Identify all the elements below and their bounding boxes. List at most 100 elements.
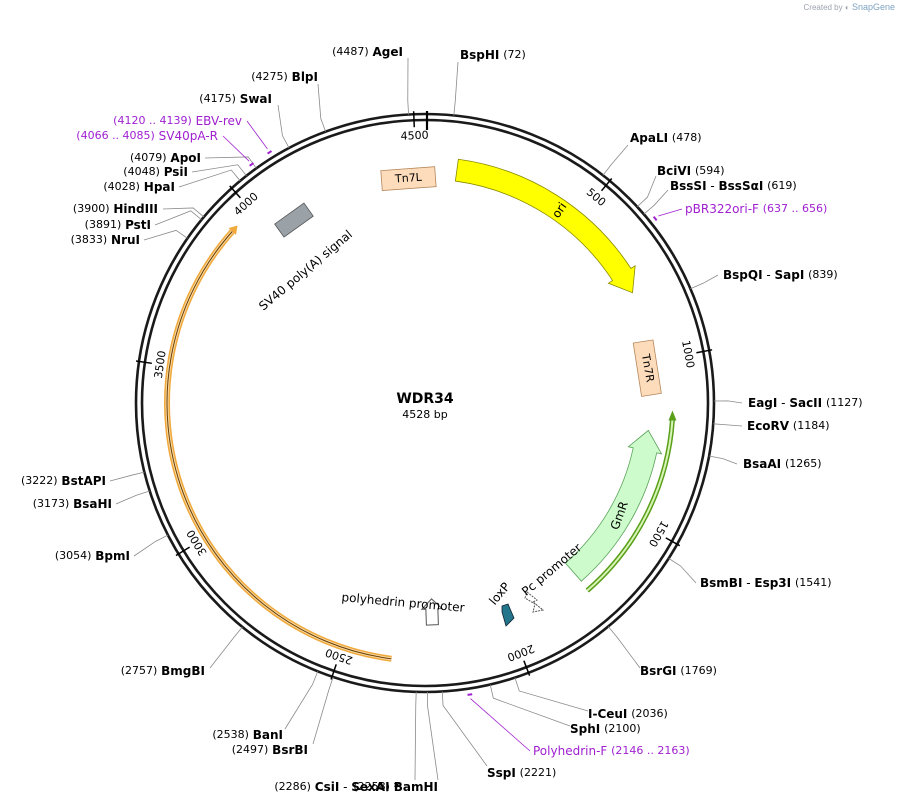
- site-apali-label: ApaLI (478): [630, 131, 702, 145]
- tick-label-4500: 4500: [400, 129, 428, 143]
- snapgene-logo-icon: ◐: [844, 3, 850, 12]
- site-bsahi-name: BsaHI: [73, 497, 112, 511]
- tick-label-1500: 1500: [646, 518, 671, 549]
- site-bsahi-leader: [115, 490, 150, 505]
- site-psii: (4048) PsiI: [123, 164, 247, 179]
- site-bsssi: BssSI - BssSαI (619): [643, 179, 797, 215]
- site-i-ceui-name: I-CeuI: [588, 707, 627, 721]
- site-hindiii-position: (3900): [73, 202, 110, 215]
- tick-mark-2000: [523, 660, 531, 676]
- site-bspqi-name: BspQI: [723, 268, 763, 282]
- site-bstapi-name: BstAPI: [61, 474, 106, 488]
- site-bsaai-leader: [709, 455, 738, 465]
- site-bpmi-label: (3054) BpmI: [55, 549, 130, 563]
- site-bsssi-position: (619): [767, 179, 797, 192]
- site-bamhi-name: BamHI: [394, 780, 438, 794]
- site-nrui-leader: [143, 229, 188, 241]
- site-bani: (2538) BanI: [212, 671, 319, 742]
- tick-label-3500: 3500: [152, 350, 169, 380]
- site-psii-position: (4048): [123, 165, 160, 178]
- site-bcivi: BciVI (594): [636, 164, 725, 208]
- site-ecorv-label: EcoRV (1184): [747, 419, 830, 433]
- primer-sv40pa-r-mark: [249, 162, 255, 167]
- tick-mark-1500: [665, 537, 681, 547]
- site-nrui-name: NruI: [111, 233, 140, 247]
- site-bani-leader: [284, 671, 319, 730]
- site-swai-leader: [277, 104, 290, 149]
- site-bsphi-leader: [453, 61, 459, 116]
- site-psti-leader: [154, 210, 202, 226]
- primer-ebv-rev-range: (4120 .. 4139): [113, 114, 192, 127]
- feature-tn7r-block: [632, 339, 662, 397]
- site-swai: (4175) SwaI: [199, 92, 290, 149]
- tick-mark-3000: [175, 546, 191, 557]
- site-eagi-position: (1127): [826, 396, 863, 409]
- site-bsphi-name: BspHI: [460, 48, 499, 62]
- site-bsmbi-partner: Esp3I: [754, 576, 791, 590]
- feature-pc-promoter-arrow: [524, 591, 545, 613]
- site-i-ceui-leader: [514, 677, 589, 712]
- site-bspqi-leader: [690, 274, 719, 290]
- site-psii-label: (4048) PsiI: [123, 165, 188, 179]
- site-bani-name: BanI: [253, 728, 283, 742]
- site-blpi: (4275) BlpI: [251, 70, 326, 132]
- site-hpai-name: HpaI: [144, 180, 175, 194]
- site-bsaai-position: (1265): [785, 457, 822, 470]
- site-hpai-leader: [178, 169, 241, 188]
- site-bstapi-label: (3222) BstAPI: [21, 474, 106, 488]
- site-bpmi: (3054) BpmI: [55, 534, 169, 563]
- site-bsrbi-position: (2497): [232, 743, 269, 756]
- site-eagi-gap: -: [777, 396, 789, 410]
- primer-sv40pa-r-range: (4066 .. 4085): [76, 129, 155, 142]
- site-bsssi-label: BssSI - BssSαI (619): [670, 179, 797, 193]
- site-bsaai: BsaAI (1265): [709, 455, 822, 471]
- site-bsmbi-gap: -: [742, 576, 754, 590]
- primer-pbr322ori-f-leader: [658, 208, 683, 217]
- site-swai-name: SwaI: [240, 92, 272, 106]
- tick-label-1000: 1000: [679, 339, 697, 369]
- site-blpi-leader: [317, 83, 326, 132]
- primer-sv40pa-r-leader: [222, 135, 250, 162]
- site-bsrbi-leader: [312, 676, 334, 745]
- site-hpai-label: (4028) HpaI: [103, 180, 175, 194]
- site-nrui: (3833) NruI: [71, 229, 188, 247]
- site-bsmbi-label: BsmBI - Esp3I (1541): [700, 576, 832, 590]
- feature-loxp-label: loxP: [486, 580, 513, 608]
- site-bcivi-label: BciVI (594): [657, 164, 725, 178]
- primer-polyhedrin-f-range: (2146 .. 2163): [611, 744, 690, 757]
- primer-ebv-rev: (4120 .. 4139) EBV-rev: [113, 114, 273, 155]
- site-bsphi: BspHI (72): [453, 48, 526, 116]
- site-i-ceui-label: I-CeuI (2036): [588, 707, 668, 721]
- site-bcivi-name: BciVI: [657, 164, 691, 178]
- feature-tn7l-block-box: [380, 166, 437, 191]
- site-swai-position: (4175): [199, 92, 236, 105]
- site-blpi-name: BlpI: [292, 70, 318, 84]
- site-bsmbi-position: (1541): [795, 576, 832, 589]
- site-apali-name: ApaLI: [630, 131, 668, 145]
- primer-ebv-rev-mark: [267, 150, 273, 155]
- site-bstapi-position: (3222): [21, 474, 58, 487]
- site-bmgbi-name: BmgBI: [161, 664, 205, 678]
- feature-sv40-block: [274, 202, 314, 238]
- primer-sv40pa-r-name: SV40pA-R: [159, 129, 218, 143]
- site-hindiii: (3900) HindIII: [73, 202, 205, 218]
- site-bamhi-leader: [427, 691, 439, 781]
- site-i-ceui: I-CeuI (2036): [514, 677, 668, 721]
- site-sspi-label: SspI (2221): [487, 766, 556, 780]
- site-eagi-name: EagI: [748, 396, 777, 410]
- site-bsrbi: (2497) BsrBI: [232, 676, 334, 757]
- site-csii-label: (2286) CsiI - SexAI *: [274, 780, 400, 794]
- credit-prefix: Created by: [803, 3, 843, 12]
- primer-polyhedrin-f-mark: [467, 693, 473, 696]
- site-bmgbi-position: (2757): [121, 664, 158, 677]
- site-bsrgi-position: (1769): [680, 664, 717, 677]
- site-bspqi-gap: -: [763, 268, 775, 282]
- site-bsaai-label: BsaAI (1265): [743, 457, 822, 471]
- plasmid-name: WDR34: [396, 391, 454, 407]
- plasmid-center-label: WDR34 4528 bp: [396, 391, 454, 421]
- site-apali-position: (478): [672, 131, 702, 144]
- orf-gmr-fill: [586, 419, 674, 592]
- site-bspqi: BspQI - SapI (839): [690, 268, 838, 290]
